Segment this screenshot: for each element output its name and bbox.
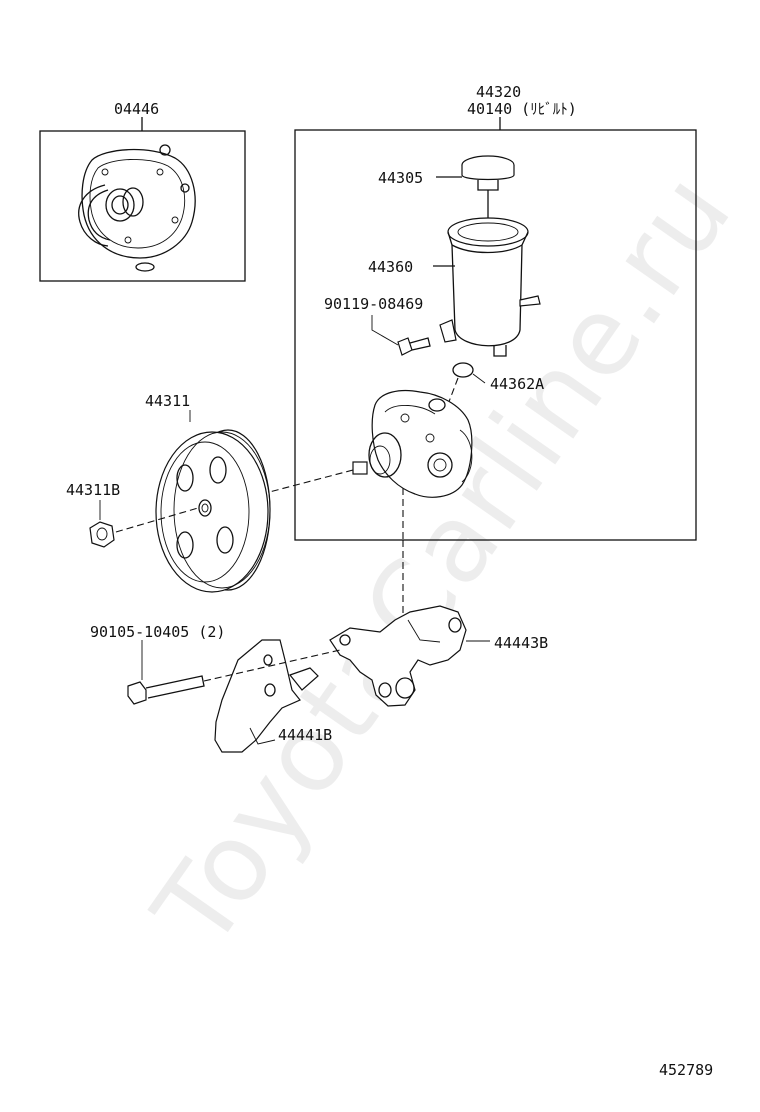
label-44360: 44360 (368, 258, 414, 276)
label-04446: 04446 (114, 100, 160, 118)
bolt-90119-icon (371, 315, 431, 356)
bracket-44443b-icon (329, 605, 490, 707)
label-44441b: 44441B (278, 726, 333, 744)
pulley-icon (155, 410, 271, 593)
label-44320: 44320 (476, 83, 522, 101)
seal-kit-icon (78, 144, 196, 272)
label-90119: 90119-08469 (324, 295, 424, 313)
nut-icon (89, 500, 199, 548)
label-40140: 40140 (ﾘﾋﾞﾙﾄ) (467, 100, 577, 118)
pump-assembly-box (294, 129, 697, 541)
label-44311: 44311 (145, 392, 191, 410)
label-44305: 44305 (378, 169, 424, 187)
label-44362a: 44362A (490, 375, 545, 393)
label-44311b: 44311B (66, 481, 121, 499)
label-90105: 90105-10405 (2) (90, 623, 226, 641)
diagram-id: 452789 (659, 1061, 714, 1079)
bracket-44441b-icon (214, 639, 319, 753)
label-44443b: 44443B (494, 634, 549, 652)
reservoir-tank-icon (433, 217, 541, 357)
o-ring-icon (452, 362, 474, 378)
pump-body-icon (352, 389, 473, 498)
bolt-90105-icon (127, 640, 341, 705)
reservoir-cap-icon (436, 155, 515, 225)
